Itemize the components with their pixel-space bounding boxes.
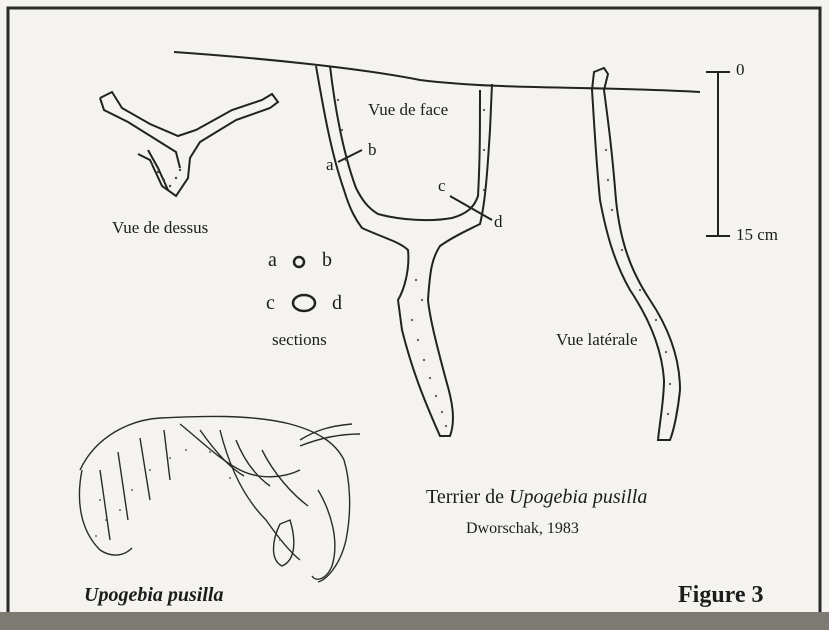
caption-prefix: Terrier de xyxy=(426,486,509,508)
scale-label-0: 0 xyxy=(736,60,745,80)
label-section-d-face: d xyxy=(494,212,503,232)
label-section-c-key: c xyxy=(266,292,275,315)
bottom-shadow xyxy=(0,612,829,630)
label-section-a-face: a xyxy=(326,155,334,175)
label-section-b-key: b xyxy=(322,249,332,272)
label-vue-laterale: Vue latérale xyxy=(556,330,638,350)
caption-terrier: Terrier de Upogebia pusilla xyxy=(426,486,647,509)
figure-label: Figure 3 xyxy=(678,582,764,609)
label-section-b-face: b xyxy=(368,140,377,160)
caption-species: Upogebia pusilla xyxy=(509,486,647,508)
species-label: Upogebia pusilla xyxy=(84,584,223,607)
label-section-c-face: c xyxy=(438,176,446,196)
label-sections: sections xyxy=(272,330,327,350)
caption-citation: Dworschak, 1983 xyxy=(466,520,579,538)
label-section-a-key: a xyxy=(268,249,277,272)
label-vue-de-face: Vue de face xyxy=(368,100,448,120)
label-vue-de-dessus: Vue de dessus xyxy=(112,218,208,238)
scale-label-15cm: 15 cm xyxy=(736,225,778,245)
label-section-d-key: d xyxy=(332,292,342,315)
